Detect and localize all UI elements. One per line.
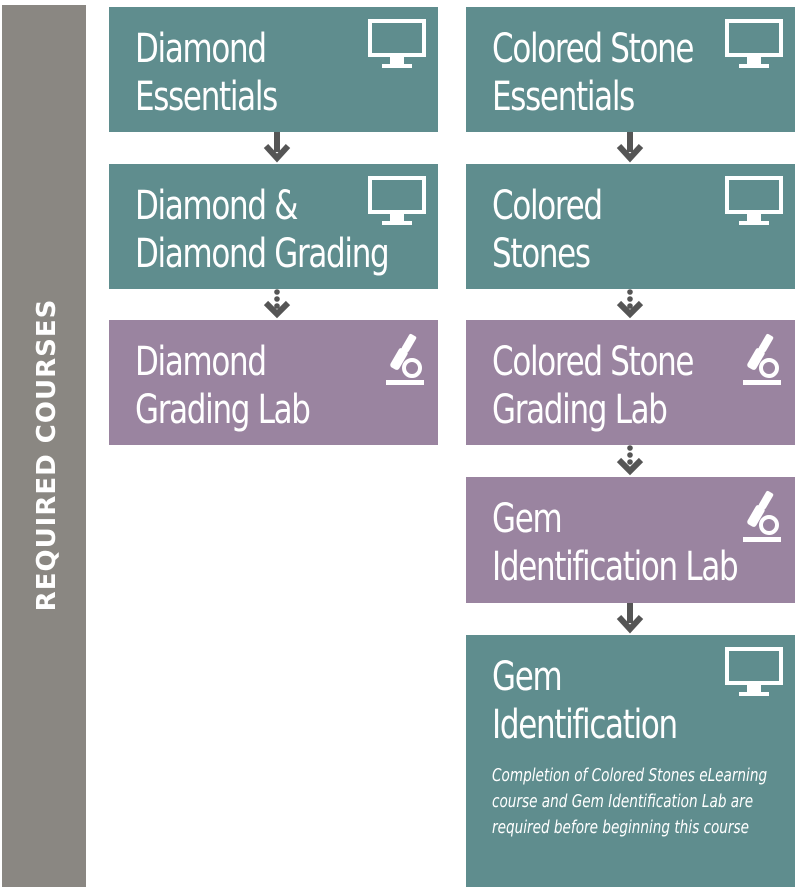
course-title: Diamond Essentials	[135, 25, 384, 121]
course-gem-identification-lab[interactable]: Gem Identification Lab	[466, 477, 795, 603]
arrow-dotted	[615, 445, 645, 477]
course-title: Colored Stones	[492, 182, 741, 278]
course-colored-stone-essentials[interactable]: Colored Stone Essentials	[466, 7, 795, 132]
course-diamond-grading-lab[interactable]: Diamond Grading Lab	[109, 320, 438, 445]
course-title-line-2: Grading Lab	[492, 387, 668, 433]
course-title-line-1: Diamond	[135, 339, 267, 385]
required-courses-sidebar: REQUIRED COURSES	[2, 5, 86, 887]
course-title-line-2: Essentials	[492, 74, 635, 120]
monitor-icon	[368, 176, 426, 228]
course-title: Colored Stone Grading Lab	[492, 338, 741, 434]
course-title-line-2: Identification Lab	[492, 544, 739, 590]
course-title-line-2: Stones	[492, 231, 591, 277]
course-title-line-1: Colored	[492, 183, 603, 229]
course-prerequisite-note: Completion of Colored Stones eLearning c…	[492, 765, 768, 838]
arrow-dotted	[262, 289, 292, 320]
arrow-solid	[262, 132, 292, 164]
course-title-line-2: Identification	[492, 702, 678, 748]
required-courses-label: REQUIRED COURSES	[32, 298, 62, 612]
course-colored-stones[interactable]: Colored Stones	[466, 164, 795, 289]
microscope-icon	[741, 489, 783, 545]
course-title: Diamond & Diamond Grading	[135, 182, 390, 278]
monitor-icon	[725, 176, 783, 228]
course-title: Diamond Grading Lab	[135, 338, 384, 434]
course-title-line-1: Diamond	[135, 26, 267, 72]
course-diamond-grading[interactable]: Diamond & Diamond Grading	[109, 164, 438, 289]
monitor-icon	[368, 19, 426, 71]
microscope-icon	[741, 332, 783, 388]
course-gem-identification[interactable]: Gem Identification Completion of Colored…	[466, 635, 795, 887]
course-title-line-1: Gem	[492, 654, 563, 700]
course-title-line-2: Essentials	[135, 74, 278, 120]
arrow-solid	[615, 603, 645, 635]
microscope-icon	[384, 332, 426, 388]
course-title-line-2: Grading Lab	[135, 387, 311, 433]
course-title-line-1: Diamond &	[135, 183, 298, 229]
arrow-dotted	[615, 289, 645, 320]
course-diamond-essentials[interactable]: Diamond Essentials	[109, 7, 438, 132]
course-title: Gem Identification Lab	[492, 495, 741, 591]
arrow-solid	[615, 132, 645, 164]
course-title-line-2: Diamond Grading	[135, 231, 390, 277]
course-colored-stone-grading-lab[interactable]: Colored Stone Grading Lab	[466, 320, 795, 445]
course-title: Colored Stone Essentials	[492, 25, 741, 121]
monitor-icon	[725, 19, 783, 71]
course-title-line-1: Colored Stone	[492, 26, 694, 72]
monitor-icon	[725, 647, 783, 699]
course-title: Gem Identification	[492, 653, 741, 749]
course-title-line-1: Colored Stone	[492, 339, 694, 385]
course-title-line-1: Gem	[492, 496, 563, 542]
